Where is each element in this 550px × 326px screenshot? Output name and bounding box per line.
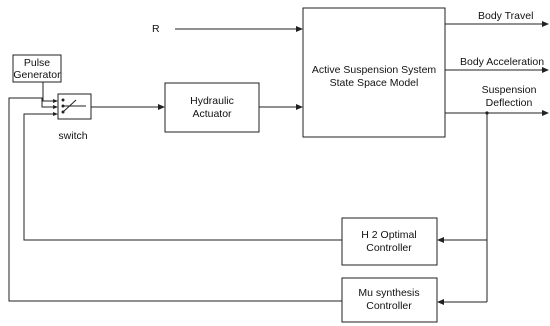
state-space-model-label-line1: Active Suspension System [312,64,437,76]
arrowhead-pulse-to-switch [53,99,58,103]
hydraulic-actuator-block[interactable]: Hydraulic Actuator [164,82,260,133]
pulse-generator-block[interactable]: Pulse Generator [12,54,62,83]
wire-mu-to-switch [8,97,342,302]
output-suspension-deflection-label-line2: Deflection [486,97,533,109]
mu-controller-label-line2: Controller [366,300,412,312]
hydraulic-actuator-label-line1: Hydraulic [190,95,234,107]
arrowhead-feedback-to-h2 [437,237,444,243]
switch-block[interactable] [57,93,92,120]
arrowhead-output-body-travel [542,21,549,27]
arrowhead-actuator-to-model [296,104,303,110]
feedback-junction [485,111,489,115]
h2-controller-label-line1: H 2 Optimal [361,229,416,241]
state-space-model-block[interactable]: Active Suspension System State Space Mod… [302,7,446,138]
wire-pulse-to-switch [42,82,55,102]
arrowhead-output-suspension-deflection [542,110,549,116]
arrowhead-feedback-to-mu [437,299,444,305]
mu-controller-label-line1: Mu synthesis [358,287,419,299]
output-body-acceleration-label: Body Acceleration [460,56,544,68]
arrowhead-switch-to-actuator [158,104,165,110]
arrowhead-h2-to-switch [53,112,58,116]
state-space-model-label-line2: State Space Model [330,77,419,89]
mu-synthesis-controller-block[interactable]: Mu synthesis Controller [341,277,438,323]
switch-contact [62,99,77,113]
pulse-generator-label-line1: Pulse [24,57,50,69]
wire-h2-to-switch [23,113,342,241]
h2-optimal-controller-block[interactable]: H 2 Optimal Controller [341,217,438,266]
output-body-travel-label: Body Travel [478,10,533,22]
h2-controller-label-line2: Controller [366,242,412,254]
switch-input-terminal-1 [61,98,65,102]
switch-label: switch [58,130,87,142]
output-suspension-deflection-label-line1: Suspension [482,84,537,96]
hydraulic-actuator-label-line2: Actuator [192,108,232,120]
arrowhead-output-body-acceleration [542,67,549,73]
arrowhead-r-to-model [296,26,303,32]
input-r-label: R [152,23,160,35]
pulse-generator-label-line2: Generator [13,69,61,81]
arrowhead-mu-to-switch [53,105,58,109]
